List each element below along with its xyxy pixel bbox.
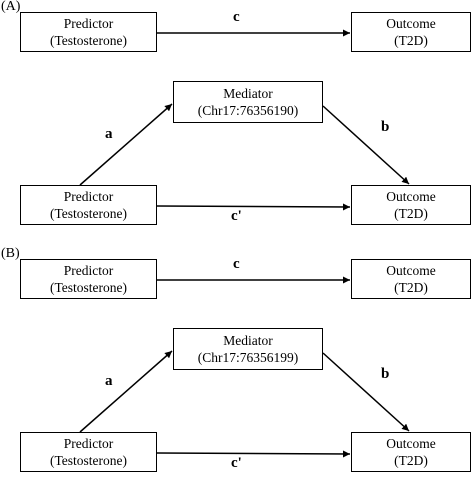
predictor-box: Predictor (Testosterone) — [20, 259, 157, 299]
mediator-box: Mediator (Chr17:76356190) — [173, 81, 323, 123]
outcome-sublabel: (T2D) — [394, 206, 428, 221]
mediator-label: Mediator — [223, 86, 273, 101]
path-label-c: c — [233, 9, 240, 25]
path-label-b: b — [381, 119, 390, 135]
outcome-box: Outcome (T2D) — [351, 12, 471, 52]
predictor-sublabel: (Testosterone) — [49, 280, 128, 295]
predictor-box: Predictor (Testosterone) — [20, 12, 157, 52]
outcome-sublabel: (T2D) — [394, 453, 428, 468]
outcome-box: Outcome (T2D) — [351, 432, 471, 472]
predictor-sublabel: (Testosterone) — [49, 453, 128, 468]
path-label-a: a — [105, 373, 113, 389]
outcome-label: Outcome — [386, 16, 436, 31]
panel-b: (B) Predictor (Testosterone) Outcome (T2… — [0, 246, 474, 487]
arrow-b — [322, 105, 410, 185]
outcome-label: Outcome — [386, 263, 436, 278]
arrow-b — [322, 352, 410, 432]
outcome-sublabel: (T2D) — [394, 280, 428, 295]
arrows — [79, 29, 410, 211]
arrows — [79, 276, 410, 458]
path-label-c: c — [233, 256, 240, 272]
predictor-box: Predictor (Testosterone) — [20, 185, 157, 225]
arrow-c-prime — [156, 203, 351, 211]
predictor-label: Predictor — [63, 263, 114, 278]
path-label-a: a — [105, 126, 113, 142]
arrow-c-prime — [156, 450, 351, 458]
mediator-box: Mediator (Chr17:76356199) — [173, 328, 323, 370]
path-label-b: b — [381, 366, 390, 382]
outcome-label: Outcome — [386, 189, 436, 204]
outcome-box: Outcome (T2D) — [351, 259, 471, 299]
panel-a: (A) Predictor (Testosterone) Outcome (T2… — [0, 0, 474, 240]
panel-label: (A) — [1, 0, 21, 14]
predictor-label: Predictor — [63, 16, 114, 31]
outcome-box: Outcome (T2D) — [351, 185, 471, 225]
predictor-sublabel: (Testosterone) — [49, 33, 128, 48]
mediator-sublabel: (Chr17:76356199) — [197, 350, 299, 365]
panel-label: (B) — [1, 246, 20, 261]
arrow-a — [79, 350, 173, 433]
predictor-label: Predictor — [63, 189, 114, 204]
outcome-sublabel: (T2D) — [394, 33, 428, 48]
mediator-label: Mediator — [223, 333, 273, 348]
predictor-box: Predictor (Testosterone) — [20, 432, 157, 472]
outcome-label: Outcome — [386, 436, 436, 451]
predictor-sublabel: (Testosterone) — [49, 206, 128, 221]
path-label-c-prime: c' — [231, 208, 242, 224]
arrow-a — [79, 103, 173, 186]
path-label-c-prime: c' — [231, 455, 242, 471]
mediator-sublabel: (Chr17:76356190) — [197, 103, 299, 118]
predictor-label: Predictor — [63, 436, 114, 451]
